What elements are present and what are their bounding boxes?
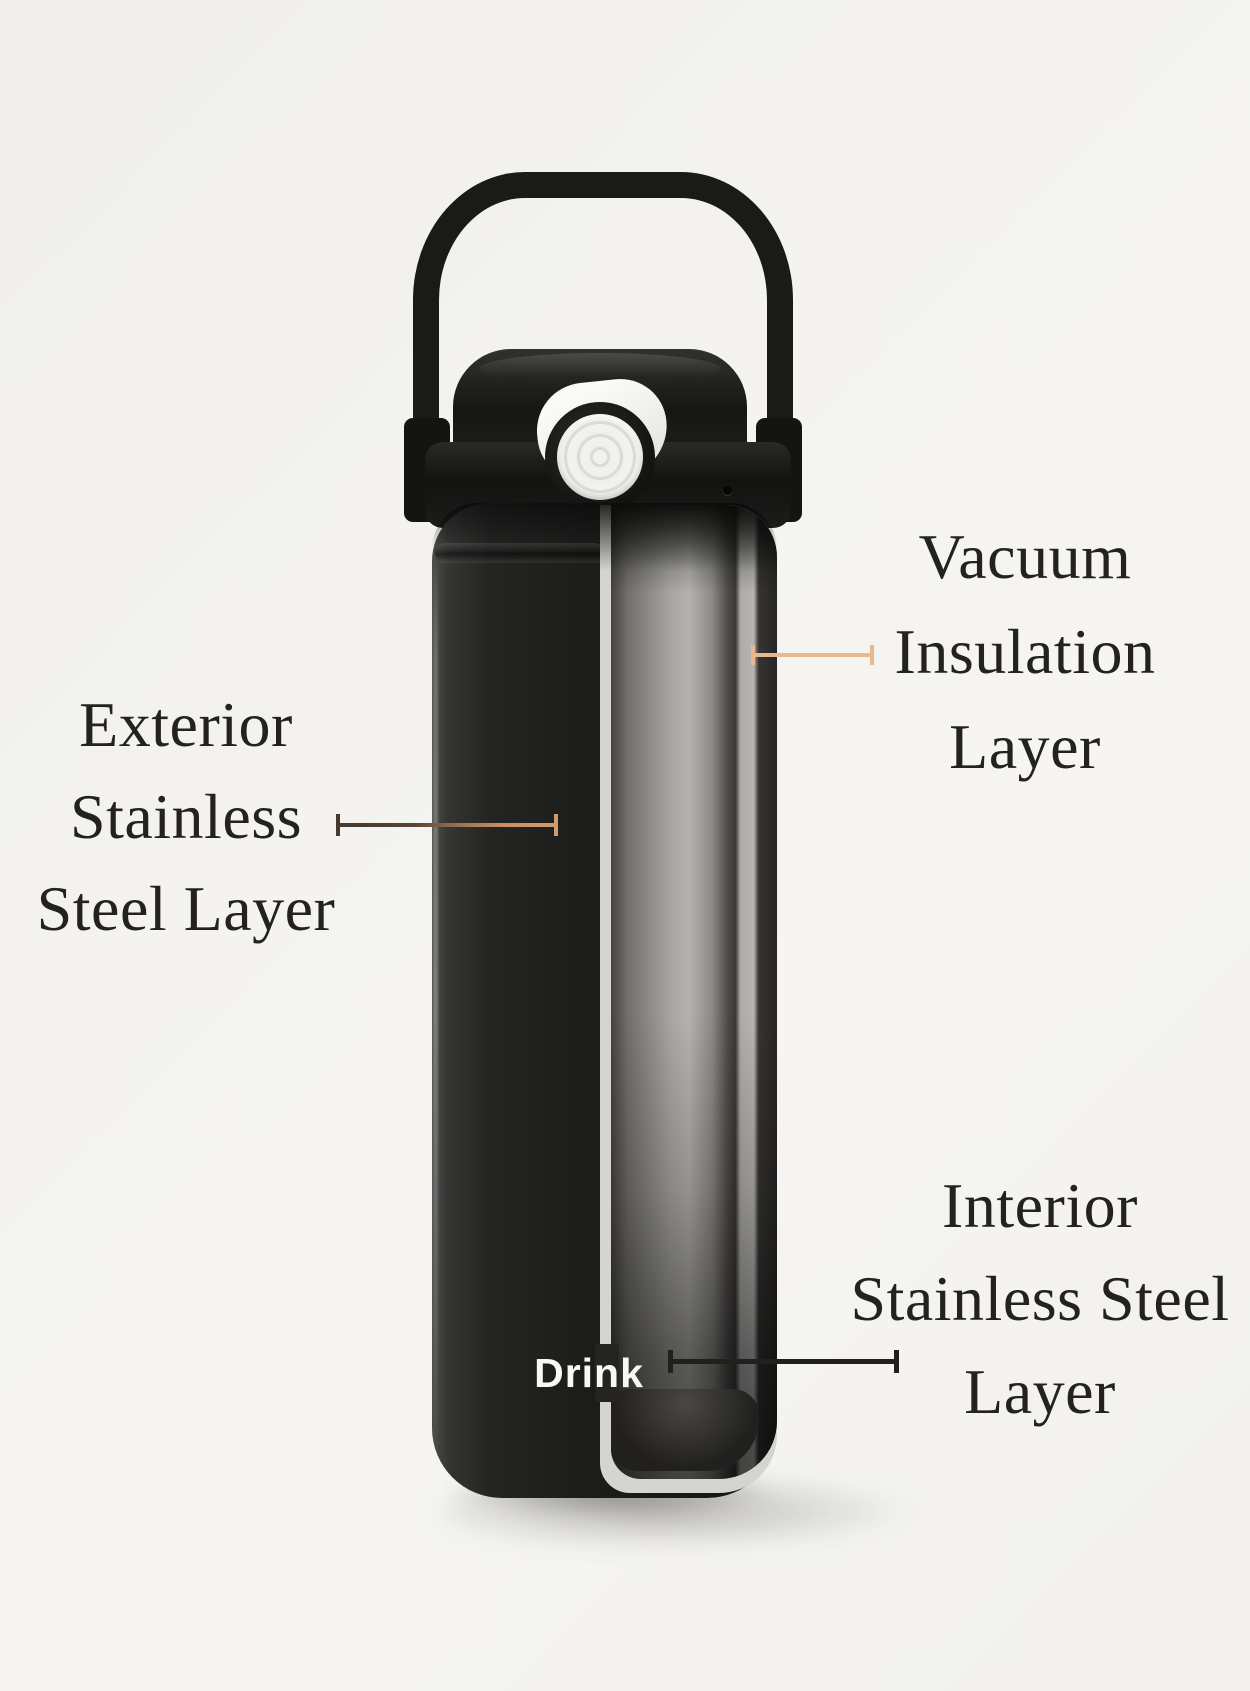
interior-bottom-bowl [611,1389,759,1471]
leader-bar [336,823,558,827]
leader-tick [870,645,874,665]
callout-line: Steel Layer [36,873,336,944]
brand-wordmark: Drink [534,1350,644,1396]
callout-line: Exterior [79,689,293,760]
callout-line: Layer [949,711,1101,782]
callout-exterior-stainless-steel-layer: Exterior Stainless Steel Layer [6,679,366,955]
leader-line-vacuum [751,645,874,665]
cutaway-top-shadow [600,505,777,571]
leader-line-exterior [336,814,558,836]
leader-line-interior [668,1350,899,1373]
callout-interior-stainless-steel-layer: Interior Stainless Steel Layer [830,1159,1250,1438]
collar-pinhole [723,486,732,495]
wordmark-backing [595,1344,619,1402]
callout-line: Insulation [894,616,1156,687]
body-edge-highlight [433,549,438,1459]
leader-bar [668,1359,899,1364]
push-button [557,414,643,500]
callout-line: Vacuum [918,521,1132,592]
callout-line: Layer [964,1356,1116,1427]
lid-top-surface [479,353,721,385]
cutaway-section [600,505,777,1493]
leader-tick [554,814,558,836]
callout-line: Stainless Steel [850,1263,1230,1334]
leader-tick [894,1350,899,1373]
leader-bar [751,653,874,657]
interior-steel-surface [611,505,777,1479]
callout-line: Interior [942,1170,1138,1241]
callout-vacuum-insulation-layer: Vacuum Insulation Layer [845,509,1205,794]
callout-line: Stainless [69,781,303,852]
shoulder-groove [435,543,605,563]
